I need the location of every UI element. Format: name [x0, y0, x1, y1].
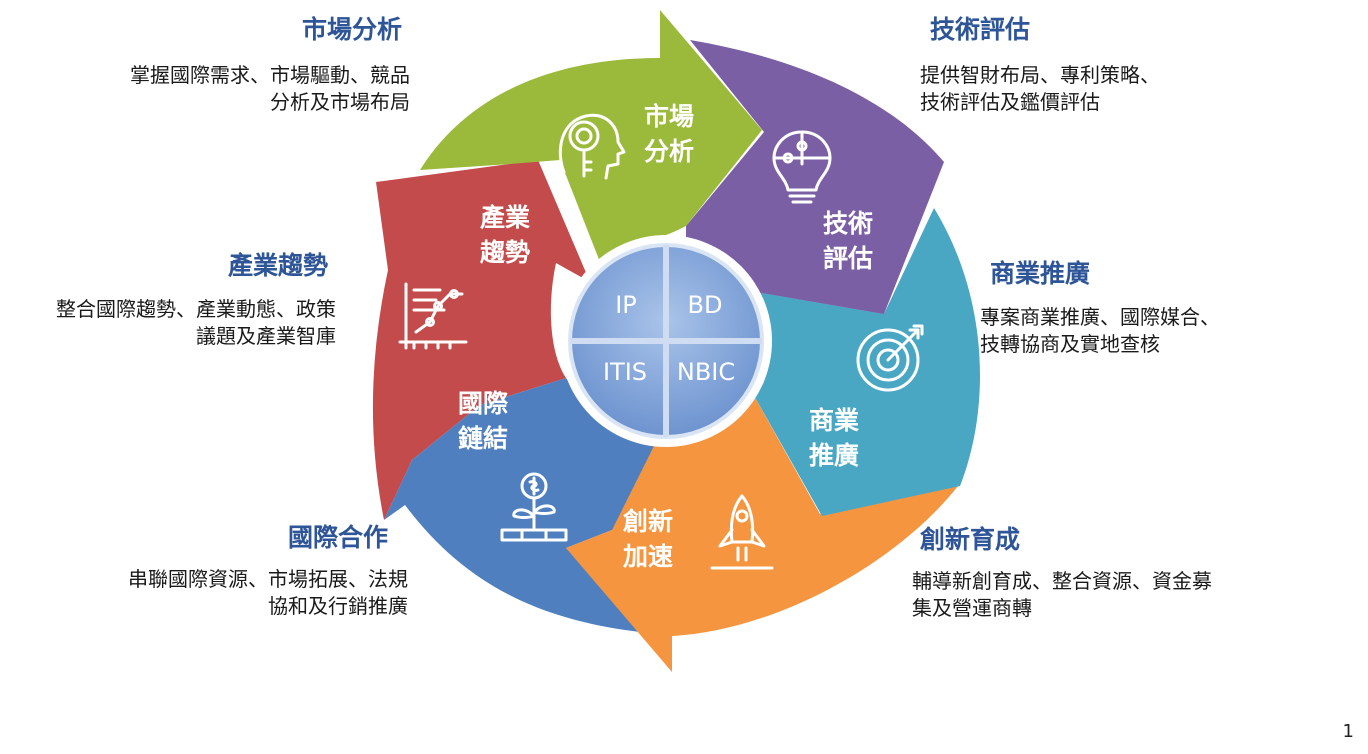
- segment-label-market: 市場分析: [644, 102, 694, 166]
- page-number: 1: [1342, 721, 1354, 742]
- annotation-desc: 串聯國際資源、市場拓展、法規 協和及行銷推廣: [68, 566, 408, 620]
- segment-label-promotion: 商業推廣: [809, 406, 859, 470]
- annotation-desc: 提供智財布局、專利策略、 技術評估及鑑價評估: [920, 62, 1260, 116]
- center-circle: [568, 243, 764, 439]
- segment-link: [384, 378, 660, 632]
- quadrant-nbic: NBIC: [677, 358, 735, 386]
- quadrant-itis: ITIS: [603, 358, 647, 386]
- segment-label-incubation: 創新加速: [622, 507, 673, 571]
- annotation-title: 國際合作: [287, 523, 388, 552]
- desc-line: 掌握國際需求、市場驅動、競品: [130, 63, 410, 87]
- annotation-title: 商業推廣: [990, 259, 1091, 288]
- trend-chart-icon: [398, 282, 468, 350]
- annotation-market: 市場分析 掌握國際需求、市場驅動、競品 分析及市場布局: [70, 14, 410, 116]
- segment-label-link: 國際鏈結: [458, 389, 508, 453]
- annotation-desc: 專案商業推廣、國際媒合、 技轉協商及實地查核: [980, 304, 1300, 358]
- annotation-trend: 產業趨勢 整合國際趨勢、產業動態、政策 議題及產業智庫: [6, 250, 336, 350]
- quadrant-ip: IP: [615, 291, 637, 319]
- annotation-title: 創新育成: [920, 525, 1021, 554]
- annotation-title: 技術評估: [930, 15, 1031, 44]
- desc-line: 技術評估及鑑價評估: [920, 90, 1100, 114]
- desc-line: 集及營運商轉: [912, 596, 1032, 620]
- segment-tech: [686, 40, 944, 314]
- annotation-promotion: 商業推廣 專案商業推廣、國際媒合、 技轉協商及實地查核: [980, 258, 1300, 358]
- annotation-tech: 技術評估 提供智財布局、專利策略、 技術評估及鑑價評估: [920, 14, 1260, 116]
- desc-line: 分析及市場布局: [270, 90, 410, 114]
- annotation-incubation: 創新育成 輔導新創育成、整合資源、資金募 集及營運商轉: [912, 524, 1272, 622]
- segment-trend: [372, 160, 590, 520]
- segment-promotion: [752, 208, 980, 516]
- desc-line: 議題及產業智庫: [196, 324, 336, 348]
- annotation-desc: 掌握國際需求、市場驅動、競品 分析及市場布局: [70, 62, 410, 116]
- lightbulb-puzzle-icon: [772, 130, 832, 204]
- money-plant-icon: [500, 472, 568, 542]
- desc-line: 輔導新創育成、整合資源、資金募: [912, 569, 1212, 593]
- desc-line: 整合國際趨勢、產業動態、政策: [56, 297, 336, 321]
- annotation-desc: 輔導新創育成、整合資源、資金募 集及營運商轉: [912, 568, 1272, 622]
- quadrant-bd: BD: [688, 291, 723, 319]
- desc-line: 協和及行銷推廣: [268, 594, 408, 618]
- desc-line: 專案商業推廣、國際媒合、: [980, 305, 1220, 329]
- head-key-icon: [558, 113, 626, 180]
- annotation-title: 產業趨勢: [227, 251, 328, 280]
- annotation-cooperation: 國際合作 串聯國際資源、市場拓展、法規 協和及行銷推廣: [68, 522, 408, 620]
- rocket-icon: [710, 494, 774, 570]
- target-arrow-icon: [856, 324, 924, 392]
- segment-label-trend: 產業趨勢: [479, 203, 530, 267]
- desc-line: 提供智財布局、專利策略、: [920, 63, 1160, 87]
- desc-line: 技轉協商及實地查核: [980, 332, 1160, 356]
- annotation-desc: 整合國際趨勢、產業動態、政策 議題及產業智庫: [6, 296, 336, 350]
- annotation-title: 市場分析: [301, 15, 402, 44]
- segment-label-tech: 技術評估: [823, 209, 873, 273]
- desc-line: 串聯國際資源、市場拓展、法規: [128, 567, 408, 591]
- segment-incubation: [566, 392, 958, 672]
